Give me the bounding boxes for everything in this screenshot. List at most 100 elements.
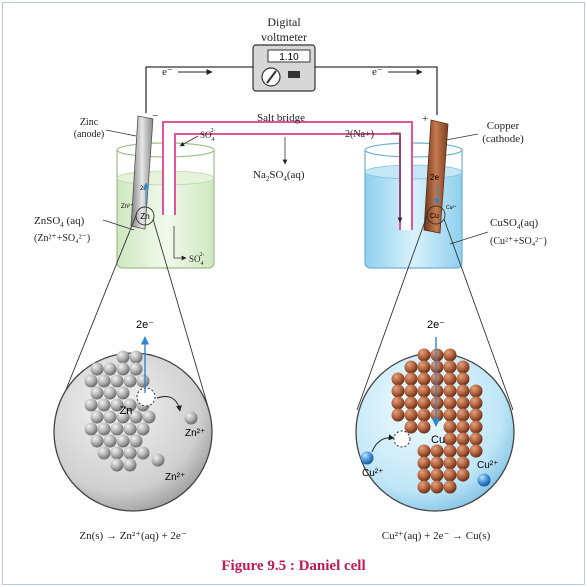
zinc-atom [123, 446, 137, 460]
zinc-vacancy [136, 387, 156, 407]
zinc-atom [84, 374, 98, 388]
copper-atom [443, 432, 457, 446]
copper-atom [417, 468, 431, 482]
zinc-atom [110, 398, 124, 412]
copper-atom [417, 360, 431, 374]
copper-atom [469, 384, 483, 398]
copper-label-line1: Copper [487, 120, 520, 132]
copper-atom [417, 348, 431, 362]
zinc-zoom-atom: Zn [120, 405, 133, 417]
copper-atom [430, 468, 444, 482]
copper-atom [456, 408, 470, 422]
zinc-dissolution-arrow [156, 396, 182, 412]
zinc-label-leader [105, 129, 137, 137]
copper-atom [417, 372, 431, 386]
znso4-label-leader [102, 219, 135, 231]
zinc-half-equation: Zn(s) → Zn²⁺(aq) + 2e⁻ [79, 530, 186, 542]
copper-atom [417, 480, 431, 494]
zinc-atom [116, 350, 130, 364]
zinc-atom [90, 362, 104, 376]
copper-atom [456, 372, 470, 386]
zinc-atom [103, 410, 117, 424]
electron-label-right: e⁻ [372, 66, 383, 78]
wire-right [315, 66, 438, 115]
copper-atom [430, 360, 444, 374]
anode-sign: − [152, 110, 158, 122]
copper-label-line2: (cathode) [482, 133, 524, 145]
zinc-electrode [130, 115, 154, 230]
zinc-atom [97, 422, 111, 436]
voltmeter-title-line1: Digital [267, 15, 301, 29]
copper-atom [443, 348, 457, 362]
zinc-atom [116, 410, 130, 424]
salt-bridge-anion: SO42- [200, 128, 216, 143]
copper-zoom-ion-2: Cu²⁺ [477, 460, 498, 471]
zoom-guides [56, 212, 514, 413]
zinc-atom [110, 422, 124, 436]
zinc-atom [129, 410, 143, 424]
zinc-zoom-ion-2: Zn²⁺ [165, 472, 185, 483]
copper-atom [430, 372, 444, 386]
copper-atom [443, 420, 457, 434]
zinc-ion-sphere-1 [184, 411, 198, 425]
cuso4-label-leader [449, 231, 489, 245]
copper-beaker [364, 150, 463, 269]
zinc-zoom-ion-1: Zn²⁺ [185, 428, 205, 439]
copper-atom [456, 360, 470, 374]
copper-atom [391, 384, 405, 398]
voltmeter-title-line2: voltmeter [261, 30, 307, 44]
copper-electrode [423, 119, 449, 234]
copper-atom [430, 408, 444, 422]
zinc-label-line1: Zinc [80, 117, 99, 128]
copper-deposition-arrow [371, 434, 395, 453]
zinc-beaker [116, 150, 215, 269]
copper-half-equation: Cu²⁺(aq) + 2e⁻ → Cu(s) [382, 530, 491, 542]
copper-zoom-view: 2e⁻ Cu Cu²⁺ Cu²⁺ [355, 319, 515, 512]
copper-ion-sphere-1 [360, 451, 374, 465]
zinc-half-cell: Zinc (anode) Zn Zn²⁺ 2e ZnSO4 (aq) (Zn²⁺… [34, 115, 215, 269]
zinc-atom-lattice [84, 350, 156, 472]
znso4-label: ZnSO4 (aq) [34, 215, 85, 229]
copper-atom [443, 468, 457, 482]
zinc-atom [103, 362, 117, 376]
zinc-atom [136, 446, 150, 460]
znso4-ions-label: (Zn²⁺+SO₄²⁻) [34, 233, 90, 244]
sulfate-arrow-left [173, 226, 187, 261]
sulfate-ion-left: SO42- [189, 252, 205, 267]
copper-atom [443, 372, 457, 386]
electron-label-left: e⁻ [162, 66, 173, 78]
copper-atom [417, 444, 431, 458]
voltmeter-reading: 1.10 [279, 52, 299, 63]
zinc-atom [136, 422, 150, 436]
salt-bridge: Salt bridge SO42- 2(Na+) Na2SO4(aq) [162, 112, 413, 230]
copper-atom [469, 420, 483, 434]
zinc-zoom-electrons: 2e⁻ [136, 319, 154, 331]
wire-left [145, 66, 253, 113]
copper-atom [456, 384, 470, 398]
copper-atom [469, 396, 483, 410]
voltmeter-switch [288, 71, 300, 78]
voltmeter-display [267, 49, 311, 63]
zinc-atom [90, 386, 104, 400]
zinc-atom [90, 434, 104, 448]
zinc-atom [103, 386, 117, 400]
copper-atom [404, 396, 418, 410]
copper-atom [443, 480, 457, 494]
zinc-atom [136, 374, 150, 388]
copper-electrons-label: 2e [430, 173, 439, 182]
copper-atom [430, 456, 444, 470]
zinc-zoom-view: 2e⁻ Zn Zn²⁺ Zn²⁺ [53, 319, 213, 512]
copper-atom [430, 396, 444, 410]
zinc-atom [116, 434, 130, 448]
copper-beaker-rim [364, 142, 463, 158]
copper-zoom-atom: Cu [431, 434, 445, 446]
copper-atom [417, 420, 431, 434]
zinc-atom [142, 410, 156, 424]
copper-atom [404, 384, 418, 398]
copper-atom-label: Cu [430, 213, 439, 220]
copper-atom [391, 408, 405, 422]
cuso4-label: CuSO4(aq) [490, 217, 538, 231]
copper-atom [430, 480, 444, 494]
